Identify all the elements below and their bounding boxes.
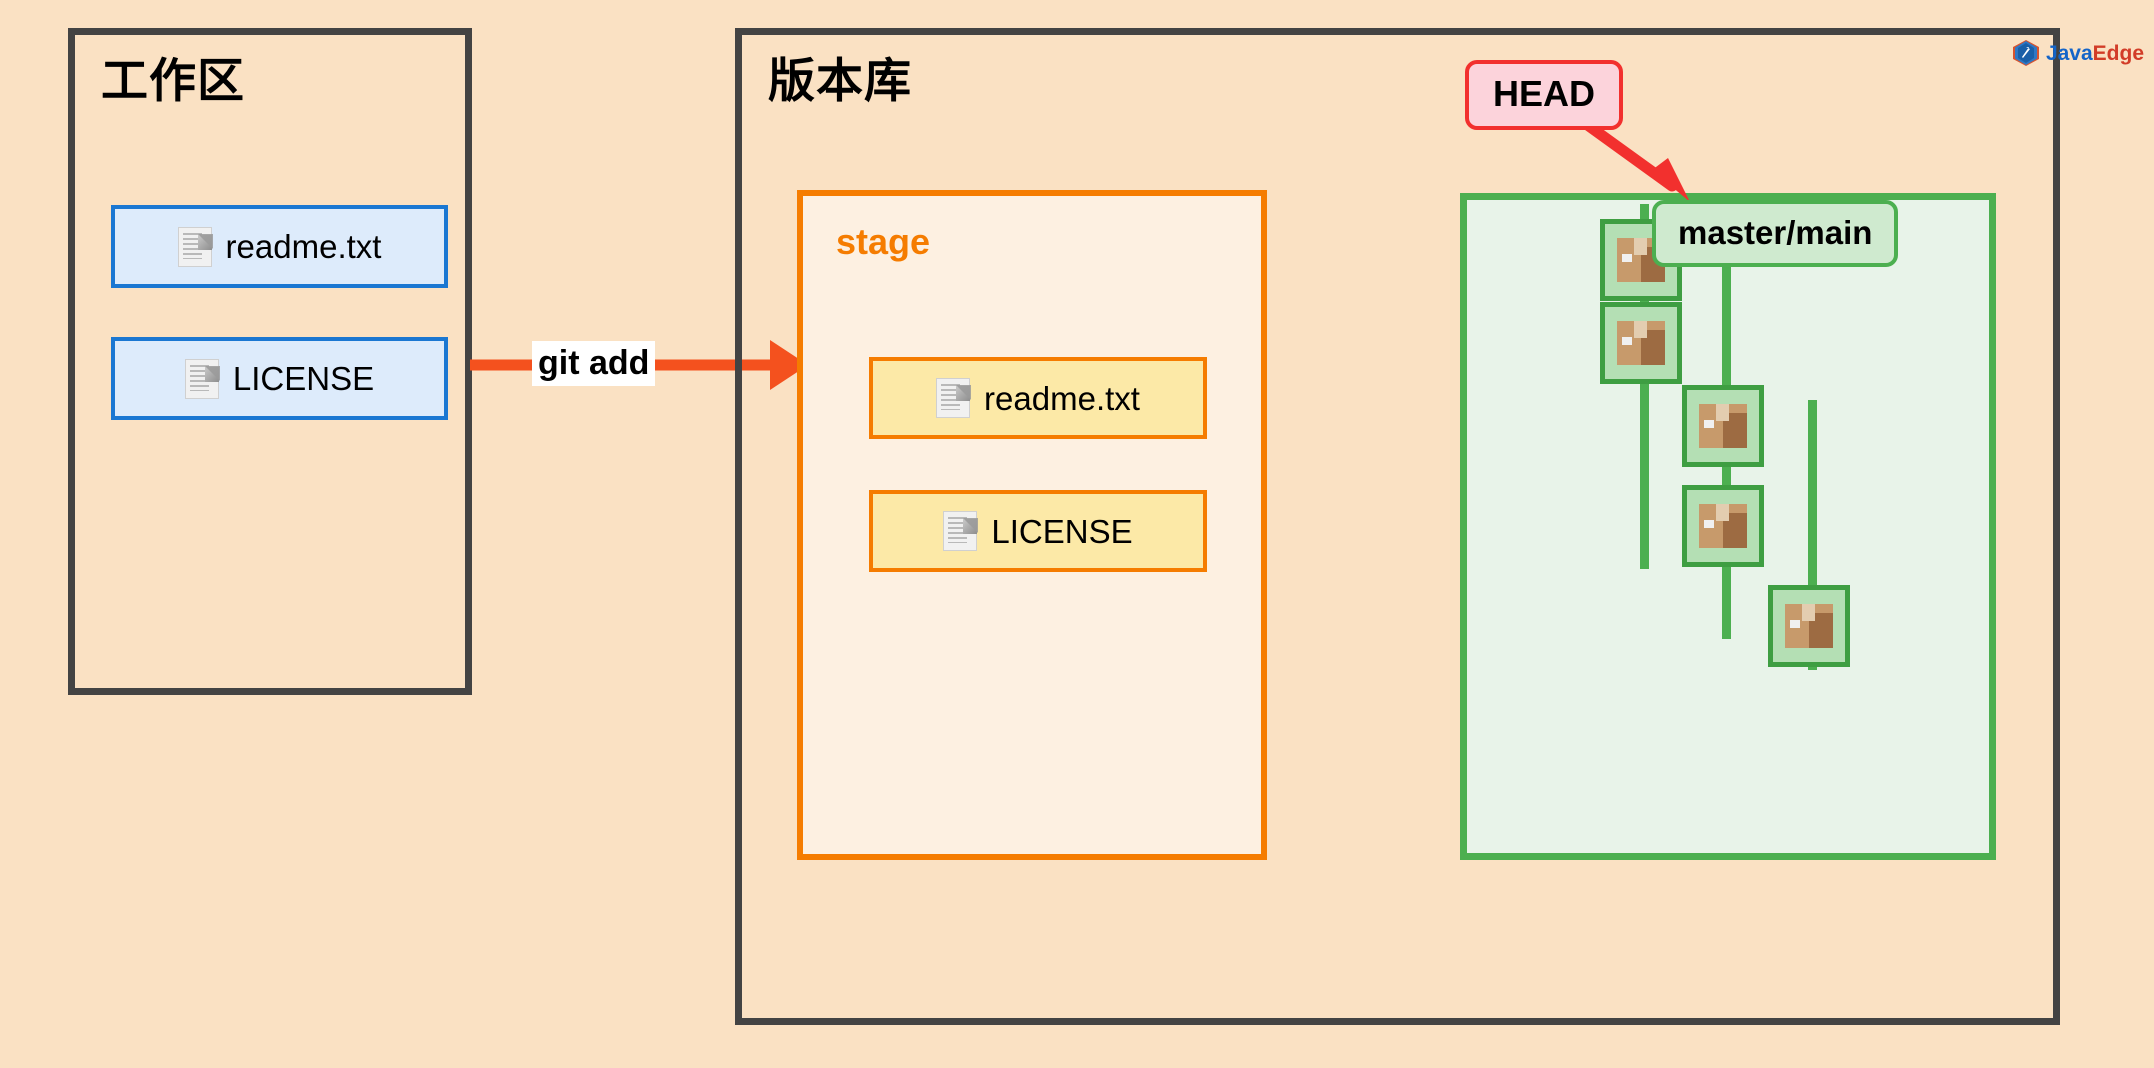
javaedge-logo: JavaEdge <box>2011 38 2144 68</box>
commit-node[interactable] <box>1600 302 1682 384</box>
file-document-icon <box>936 378 972 418</box>
file-document-icon <box>943 511 979 551</box>
branch-line-1 <box>1640 204 1649 569</box>
logo-text-java: Java <box>2045 41 2093 65</box>
repository-panel: 版本库 <box>735 28 2060 1025</box>
head-tag[interactable]: HEAD <box>1465 60 1624 130</box>
commit-node[interactable] <box>1682 385 1764 467</box>
package-box-icon <box>1699 404 1747 448</box>
workspace-file-readme[interactable]: readme.txt <box>111 205 448 288</box>
git-add-transition: git add <box>470 330 810 400</box>
workspace-file-license[interactable]: LICENSE <box>111 337 448 420</box>
stage-box: stage readme.txt LICENSE <box>797 190 1267 860</box>
file-document-icon <box>177 226 213 267</box>
stage-file-label: LICENSE <box>991 512 1133 550</box>
javaedge-logo-text: JavaEdge <box>2046 43 2144 64</box>
stage-file-license[interactable]: LICENSE <box>869 490 1207 572</box>
file-document-icon <box>184 358 220 399</box>
javaedge-gem-icon <box>2011 38 2041 68</box>
package-box-icon <box>1785 604 1833 648</box>
branch-tag-master-main[interactable]: master/main <box>1652 200 1899 267</box>
package-box-icon <box>1699 504 1747 548</box>
repository-title: 版本库 <box>768 54 912 107</box>
branch-line-3 <box>1808 400 1817 670</box>
stage-title: stage <box>836 221 931 262</box>
workspace-file-label: readme.txt <box>225 228 382 265</box>
git-add-label: git add <box>532 341 656 387</box>
package-box-icon <box>1617 321 1665 365</box>
workspace-file-label: LICENSE <box>232 360 375 397</box>
commit-node[interactable] <box>1768 585 1850 667</box>
commit-node[interactable] <box>1682 485 1764 567</box>
head-pointer-arrow-icon <box>1580 118 1690 202</box>
workspace-title: 工作区 <box>101 54 245 107</box>
workspace-panel: 工作区 readme.txt LICENSE <box>68 28 472 695</box>
stage-file-label: readme.txt <box>984 379 1140 417</box>
stage-file-readme[interactable]: readme.txt <box>869 357 1207 439</box>
logo-text-edge: Edge <box>2092 41 2144 65</box>
